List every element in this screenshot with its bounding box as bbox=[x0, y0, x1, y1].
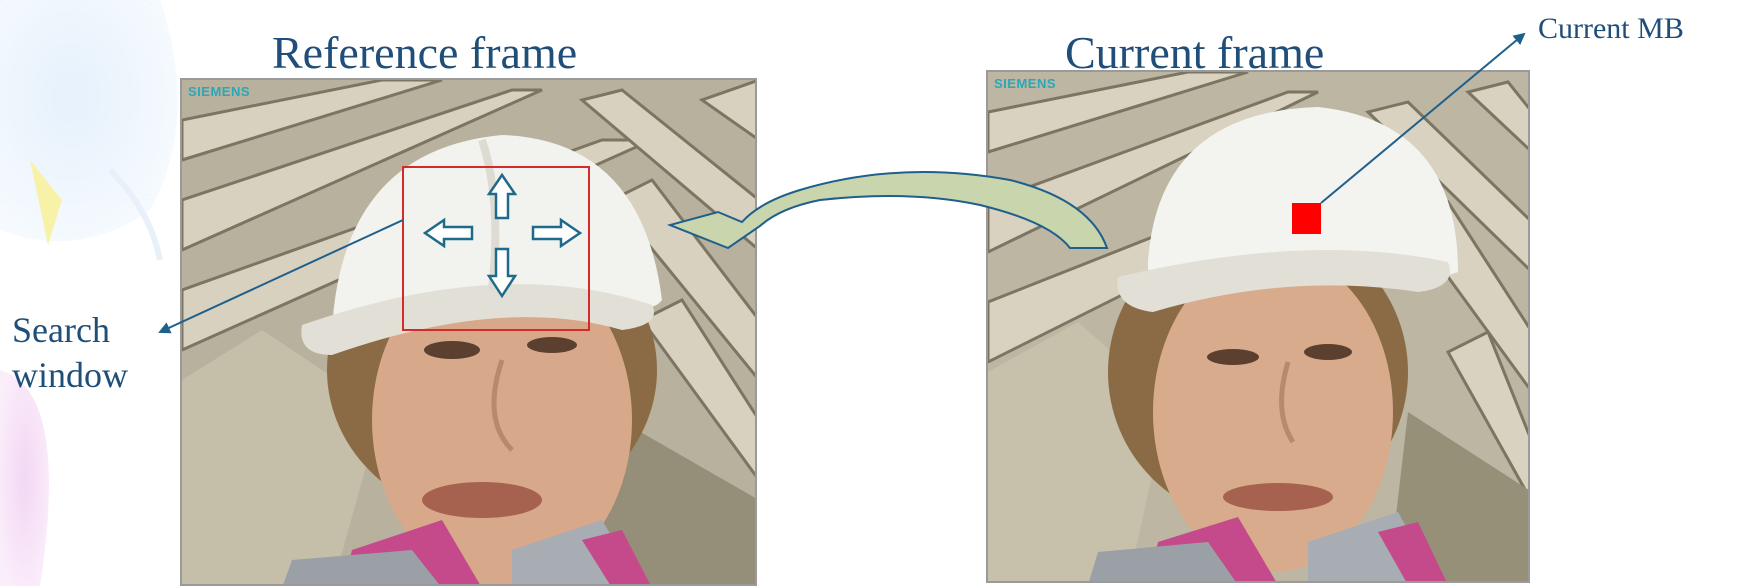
current-frame-title: Current frame bbox=[1065, 30, 1324, 76]
arrow-right-icon bbox=[533, 220, 580, 246]
direction-arrows bbox=[425, 175, 580, 296]
arrow-left-icon bbox=[425, 220, 472, 246]
current-mb-block bbox=[1292, 203, 1321, 234]
search-window-pointer bbox=[160, 220, 403, 332]
curved-arrow bbox=[670, 172, 1107, 248]
arrow-down-icon bbox=[489, 249, 515, 296]
arrow-up-icon bbox=[489, 175, 515, 218]
current-mb-pointer bbox=[1321, 34, 1524, 203]
